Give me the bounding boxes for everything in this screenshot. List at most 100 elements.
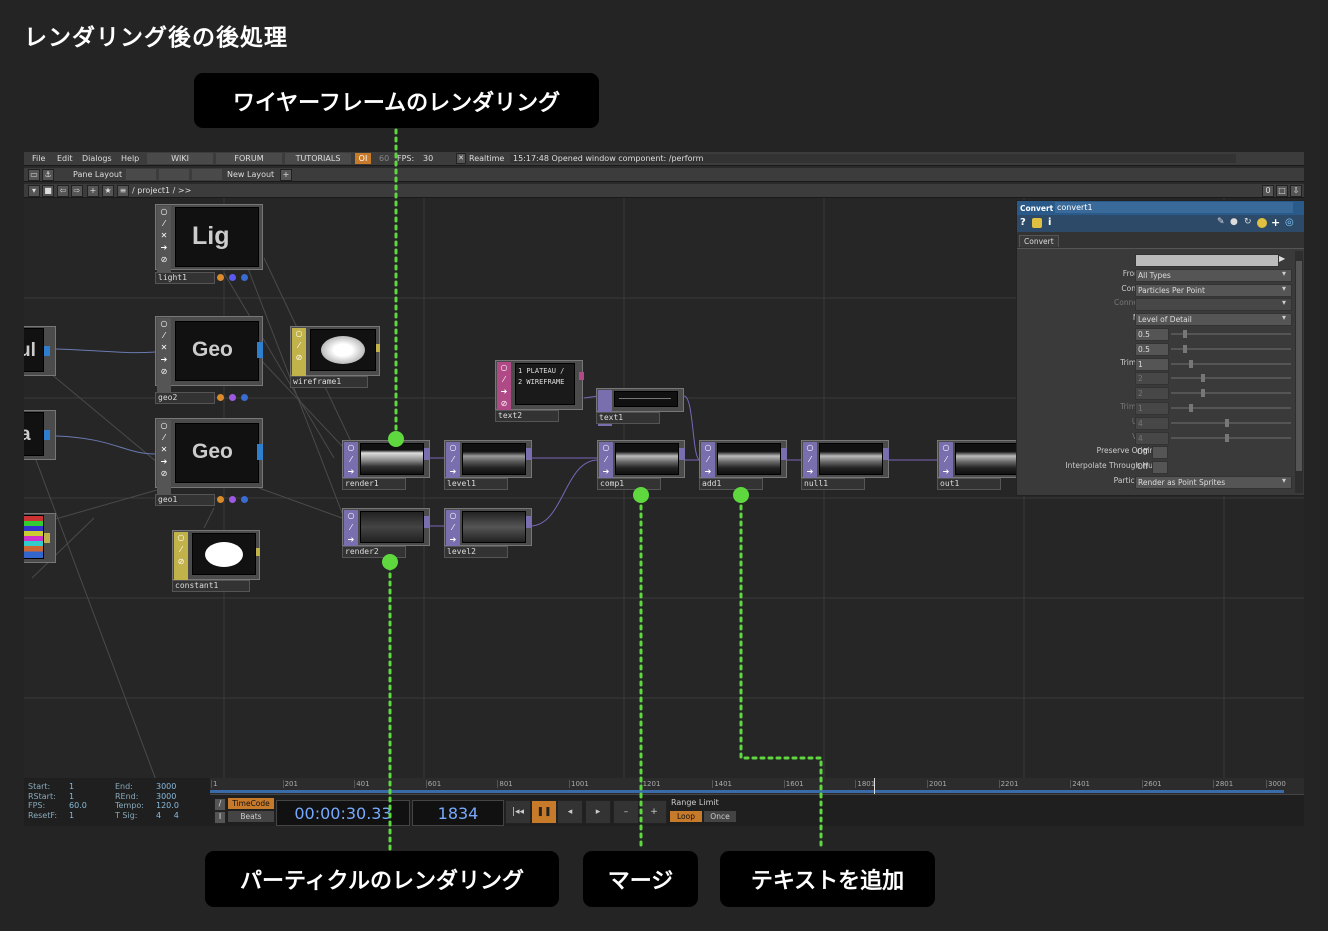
new-layout-button[interactable]: New Layout [227,170,275,179]
back-icon[interactable]: ⇦ [57,185,69,197]
node-text1[interactable]: text1 [596,388,688,428]
param-value[interactable]: 1 [1135,402,1169,415]
node-out1[interactable]: ○⁄➔ out1 [937,440,1029,492]
param-value[interactable]: All Types [1135,268,1292,282]
chevron-down-icon[interactable]: ▾ [1282,283,1287,293]
info-icon[interactable]: i [1048,217,1052,228]
chevron-down-icon[interactable]: ▾ [1282,476,1287,485]
stat-value[interactable]: 4 4 [156,810,179,820]
minus-button[interactable]: – [613,800,639,824]
arrow-icon[interactable]: ➔ [160,457,168,466]
timecode-display[interactable]: 00:00:30.33 [276,800,410,826]
node-constant1[interactable]: ○ ⁄ ⊘ constant1 [172,530,266,594]
node-render2[interactable]: ○⁄➔ render2 [342,508,434,560]
maximize-icon[interactable]: □ [1276,185,1288,197]
param-slider-knob[interactable] [1225,433,1229,442]
node-out1-label[interactable]: out1 [937,478,1001,490]
node-wireframe1-label[interactable]: wireframe1 [290,376,368,388]
param-slider-knob[interactable] [1183,330,1187,338]
viewer-icon[interactable]: ○ [500,363,508,372]
layout-slot[interactable] [192,169,222,180]
viewer-icon[interactable]: ○ [295,329,303,338]
comment-icon[interactable]: ● [1230,217,1238,227]
viewer-icon[interactable]: ○ [160,207,168,216]
node-geo2[interactable]: ○ ⁄ ✕ ➔ ⊘ Geo geo2 [155,316,265,406]
bypass-icon[interactable]: ⁄ [298,341,300,350]
tab-convert[interactable]: Convert [1019,235,1059,247]
timecode-toggle[interactable]: TimeCode [228,798,274,809]
param-value[interactable]: 2 [1135,387,1169,401]
node-left-mid[interactable]: a [24,410,56,470]
node-left-top[interactable]: ul [24,326,56,386]
menu-dialogs[interactable]: Dialogs [82,154,112,163]
node-geo2-label[interactable]: geo2 [155,392,215,404]
menu-file[interactable]: File [32,154,46,163]
node-geo1[interactable]: ○ ⁄ ✕ ➔ ⊘ Geo geo1 [155,418,265,508]
bypass-icon[interactable]: ⁄ [180,545,182,554]
i-toggle[interactable]: I [214,811,226,824]
close-icon[interactable]: ✕ [160,231,168,240]
close-icon[interactable]: ✕ [160,445,168,454]
stat-value[interactable]: 120.0 [156,801,179,810]
stat-value[interactable]: 3000 [156,791,177,801]
pane-layout-label[interactable]: Pane Layout [73,170,123,179]
param-slider-knob[interactable] [1201,389,1205,398]
close-icon[interactable]: ✕ [160,343,168,352]
oi-button[interactable]: OI [355,153,371,164]
realtime-checkbox[interactable]: ✕ [456,153,466,164]
pane-split-icon[interactable]: ▭ [28,169,40,181]
node-text2-label[interactable]: text2 [495,410,559,422]
op-name-field[interactable]: convert1 [1055,202,1293,213]
node-level1[interactable]: ○⁄➔ level1 [444,440,536,492]
help-icon[interactable]: ? [1020,217,1026,228]
plus-icon[interactable]: + [1271,216,1281,229]
param-value[interactable] [1135,298,1292,312]
param-value[interactable]: Level of Detail [1135,313,1292,327]
once-button[interactable]: Once [704,811,736,822]
star-icon[interactable]: ★ [102,185,114,197]
lock-icon[interactable]: ⊘ [500,399,508,408]
arrow-icon[interactable]: ➔ [500,387,508,396]
stat-value[interactable]: 3000 [156,782,177,791]
node-comp1[interactable]: ○⁄➔ comp1 [597,440,689,492]
param-value[interactable]: 4 [1135,431,1169,445]
forum-button[interactable]: FORUM [216,153,282,164]
node-wireframe1[interactable]: ○ ⁄ ⊘ wireframe1 [290,326,386,390]
param-value[interactable]: Render as Point Sprites [1135,476,1292,489]
param-value[interactable]: Off [1137,462,1149,472]
bypass-icon[interactable]: ⁄ [163,331,165,340]
param-slider[interactable] [1171,404,1291,412]
node-light1[interactable]: ○ ⁄ ✕ ➔ ⊘ Lig light1 [155,204,265,284]
param-toggle-box[interactable] [1152,446,1168,460]
refresh-icon[interactable]: ↻ [1244,217,1252,227]
layout-slot[interactable] [126,169,156,180]
node-null1-label[interactable]: null1 [801,478,865,490]
param-slider-knob[interactable] [1189,359,1193,368]
layout-slot[interactable] [159,169,189,180]
add-icon[interactable]: + [87,185,99,197]
anchor-icon[interactable]: ⚓ [42,169,54,181]
forward-icon[interactable]: ⇨ [71,185,83,197]
node-render1-label[interactable]: render1 [342,478,406,490]
chevron-down-icon[interactable]: ▾ [28,185,40,197]
chevron-down-icon[interactable]: ▾ [1282,313,1287,323]
python-icon[interactable] [1032,218,1042,228]
play-arrow-icon[interactable]: ▶ [1279,254,1286,263]
bypass-icon[interactable]: ⁄ [503,375,505,384]
node-render2-label[interactable]: render2 [342,546,406,558]
param-value[interactable]: 0.5 [1135,328,1169,341]
edit-icon[interactable]: ✎ [1217,217,1225,227]
chevron-down-icon[interactable]: ▾ [1282,268,1287,278]
param-slider-knob[interactable] [1189,404,1193,412]
param-value[interactable]: 1 [1135,357,1169,371]
param-value[interactable]: Particles Per Point [1135,283,1292,297]
param-value[interactable]: 4 [1135,416,1169,430]
panel-scrollbar[interactable] [1295,251,1303,493]
frame-display[interactable]: 1834 [412,800,504,826]
param-slider[interactable] [1171,330,1291,338]
param-value[interactable]: Off [1137,447,1149,457]
param-slider-knob[interactable] [1183,344,1187,353]
loop-button[interactable]: Loop [670,811,702,822]
param-value[interactable]: 2 [1135,372,1169,386]
